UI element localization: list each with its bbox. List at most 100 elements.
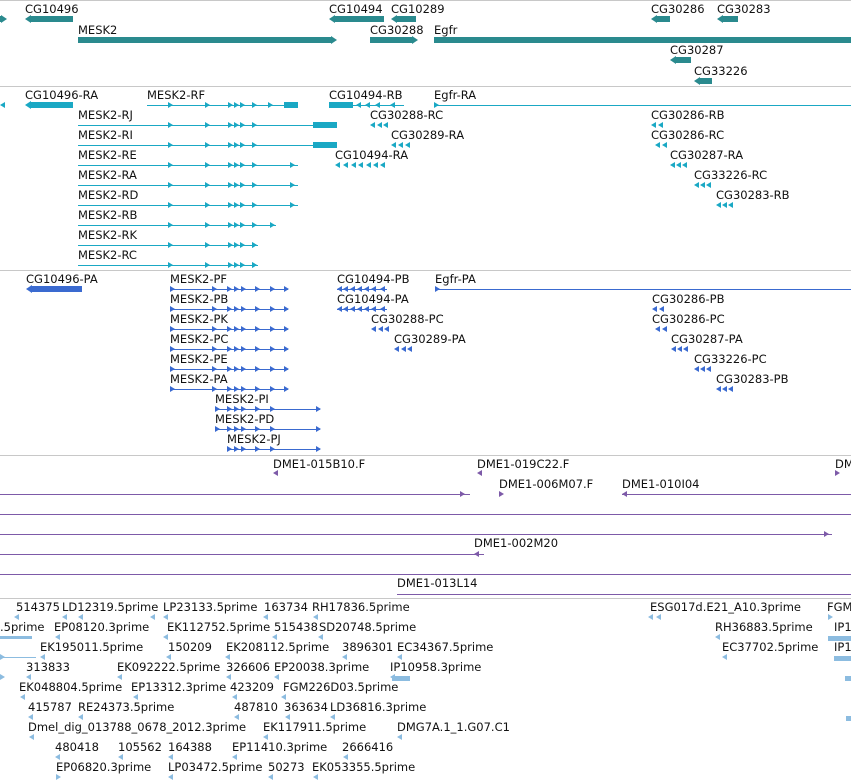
ests-feature-label[interactable]: 2666416 — [342, 740, 394, 754]
ests-feature-label[interactable]: EK112752.5prime — [167, 620, 271, 634]
ests-feature-label[interactable]: EP20038.3prime — [274, 660, 370, 674]
transcripts-feature-label[interactable]: MESK2-RD — [78, 188, 139, 202]
proteins-feature-label[interactable]: MESK2-PD — [215, 412, 275, 426]
clone-line[interactable] — [0, 534, 832, 535]
ests-feature-label[interactable]: EP06820.3prime — [56, 760, 152, 774]
transcripts-feature-label[interactable]: MESK2-RA — [78, 168, 137, 182]
ests-feature-label[interactable]: EC37702.5prime — [722, 640, 819, 654]
exon-block[interactable] — [313, 142, 337, 148]
exon-block[interactable] — [329, 102, 353, 108]
transcripts-feature-label[interactable]: CG30283-RB — [716, 188, 790, 202]
transcript-egfr-ra[interactable] — [434, 105, 851, 106]
proteins-feature-label[interactable]: MESK2-PK — [170, 312, 228, 326]
clone-line[interactable] — [0, 574, 851, 575]
transcripts-feature-label[interactable]: Egfr-RA — [434, 88, 477, 102]
clone-line[interactable] — [0, 514, 851, 515]
transcripts-feature-label[interactable]: MESK2-RK — [78, 228, 138, 242]
transcripts-feature-label[interactable]: CG30286-RB — [651, 108, 725, 122]
proteins-feature-label[interactable]: CG10496-PA — [26, 272, 98, 286]
genes-feature-label[interactable]: CG30288 — [370, 23, 424, 37]
protein-egfr-pa[interactable] — [435, 289, 851, 290]
clones-feature-label[interactable]: DME1-019C22.F — [477, 457, 570, 471]
genes-feature-label[interactable]: CG10289 — [391, 2, 445, 16]
clones-feature-label[interactable]: DME1-006M07.F — [499, 477, 594, 491]
gene-cg30288[interactable] — [370, 37, 412, 43]
genes-feature-label[interactable]: CG30286 — [651, 2, 705, 16]
genes-feature-label[interactable]: CG30283 — [717, 2, 771, 16]
ests-feature-label[interactable]: RH17836.5prime — [312, 600, 410, 614]
ests-feature-label[interactable]: IP10958.3prime — [390, 660, 482, 674]
ests-feature-label[interactable]: 363634 — [284, 700, 328, 714]
ests-feature-label[interactable]: 50273 — [268, 760, 305, 774]
gene-egfr[interactable] — [434, 37, 851, 43]
gene-cg30286[interactable] — [657, 16, 670, 22]
est-line[interactable] — [0, 657, 36, 658]
genes-feature-label[interactable]: CG10496 — [25, 2, 79, 16]
transcripts-feature-label[interactable]: CG30287-RA — [670, 148, 744, 162]
ests-feature-label[interactable]: 515438 — [274, 620, 318, 634]
proteins-feature-label[interactable]: MESK2-PA — [170, 372, 228, 386]
ests-feature-label[interactable]: 423209 — [230, 680, 274, 694]
clone-dme1-002m20[interactable] — [0, 554, 484, 555]
transcript-mesk2-line[interactable] — [78, 185, 298, 186]
proteins-feature-label[interactable]: MESK2-PI — [215, 392, 269, 406]
clone-dme1-010i04[interactable] — [622, 494, 851, 495]
proteins-feature-label[interactable]: Egfr-PA — [435, 272, 476, 286]
ests-feature-label[interactable]: 150209 — [168, 640, 212, 654]
ests-feature-label[interactable]: 514375 — [16, 600, 60, 614]
genes-feature-label[interactable]: CG10494 — [329, 2, 383, 16]
ests-feature-label[interactable]: LP03472.5prime — [168, 760, 263, 774]
ests-feature-label[interactable]: EK048804.5prime — [19, 680, 123, 694]
transcript-cg10496-ra[interactable] — [31, 102, 73, 108]
ests-feature-label[interactable]: EC34367.5prime — [397, 640, 494, 654]
gene-feature[interactable] — [0, 16, 1, 22]
clones-feature-label[interactable]: DME1-013L14 — [397, 576, 478, 590]
proteins-feature-label[interactable]: MESK2-PB — [170, 292, 229, 306]
ests-feature-label[interactable]: IP1 — [834, 620, 851, 634]
proteins-feature-label[interactable]: CG30287-PA — [671, 332, 743, 346]
clones-feature-label[interactable]: DME1-015B10.F — [273, 457, 366, 471]
ests-feature-label[interactable]: EP13312.3prime — [131, 680, 227, 694]
gene-cg10496[interactable] — [31, 16, 73, 22]
transcripts-feature-label[interactable]: CG10494-RA — [335, 148, 409, 162]
transcripts-feature-label[interactable]: CG30286-RC — [651, 128, 725, 142]
ests-feature-label[interactable]: 480418 — [55, 740, 99, 754]
proteins-feature-label[interactable]: MESK2-PE — [170, 352, 228, 366]
proteins-feature-label[interactable]: CG30283-PB — [716, 372, 789, 386]
ests-feature-label[interactable]: 487810 — [234, 700, 278, 714]
ests-feature-label[interactable]: EK053355.5prime — [312, 760, 416, 774]
protein-cg10496-pa[interactable] — [32, 286, 82, 292]
ests-feature-label[interactable]: SD20748.5prime — [319, 620, 417, 634]
est-bar[interactable] — [828, 636, 851, 641]
ests-feature-label[interactable]: IP1 — [834, 640, 851, 654]
genes-feature-label[interactable]: CG30287 — [670, 43, 724, 57]
protein-mesk2-line[interactable] — [215, 409, 320, 410]
clones-feature-label[interactable]: DME1-002M20 — [474, 536, 559, 550]
ests-feature-label[interactable]: DMG7A.1_1.G07.C1 — [397, 720, 510, 734]
clone-line[interactable] — [0, 494, 470, 495]
ests-feature-label[interactable]: EP08120.3prime — [54, 620, 150, 634]
protein-mesk2-line[interactable] — [215, 429, 320, 430]
gene-cg33226[interactable] — [700, 78, 712, 84]
ests-feature-label[interactable]: .5prime — [0, 620, 45, 634]
ests-feature-label[interactable]: EK195011.5prime — [40, 640, 144, 654]
transcripts-feature-label[interactable]: MESK2-RJ — [78, 108, 133, 122]
transcripts-feature-label[interactable]: MESK2-RC — [78, 248, 137, 262]
transcript-mesk2-line[interactable] — [78, 165, 298, 166]
genes-feature-label[interactable]: Egfr — [434, 23, 458, 37]
ests-feature-label[interactable]: LD36816.3prime — [330, 700, 427, 714]
exon-block[interactable] — [284, 102, 298, 108]
ests-feature-label[interactable]: RH36883.5prime — [715, 620, 813, 634]
proteins-feature-label[interactable]: CG10494-PB — [337, 272, 410, 286]
est-bar[interactable] — [845, 676, 851, 681]
transcripts-feature-label[interactable]: CG30289-RA — [391, 128, 465, 142]
ests-feature-label[interactable]: 3896301 — [342, 640, 394, 654]
ests-feature-label[interactable]: LD12319.5prime — [62, 600, 159, 614]
gene-cg30287[interactable] — [676, 57, 691, 63]
transcripts-feature-label[interactable]: MESK2-RF — [147, 88, 206, 102]
ests-feature-label[interactable]: 326606 — [226, 660, 270, 674]
clones-feature-label[interactable]: DME1-010I04 — [622, 477, 700, 491]
transcripts-feature-label[interactable]: CG30288-RC — [370, 108, 444, 122]
proteins-feature-label[interactable]: CG30288-PC — [371, 312, 444, 326]
